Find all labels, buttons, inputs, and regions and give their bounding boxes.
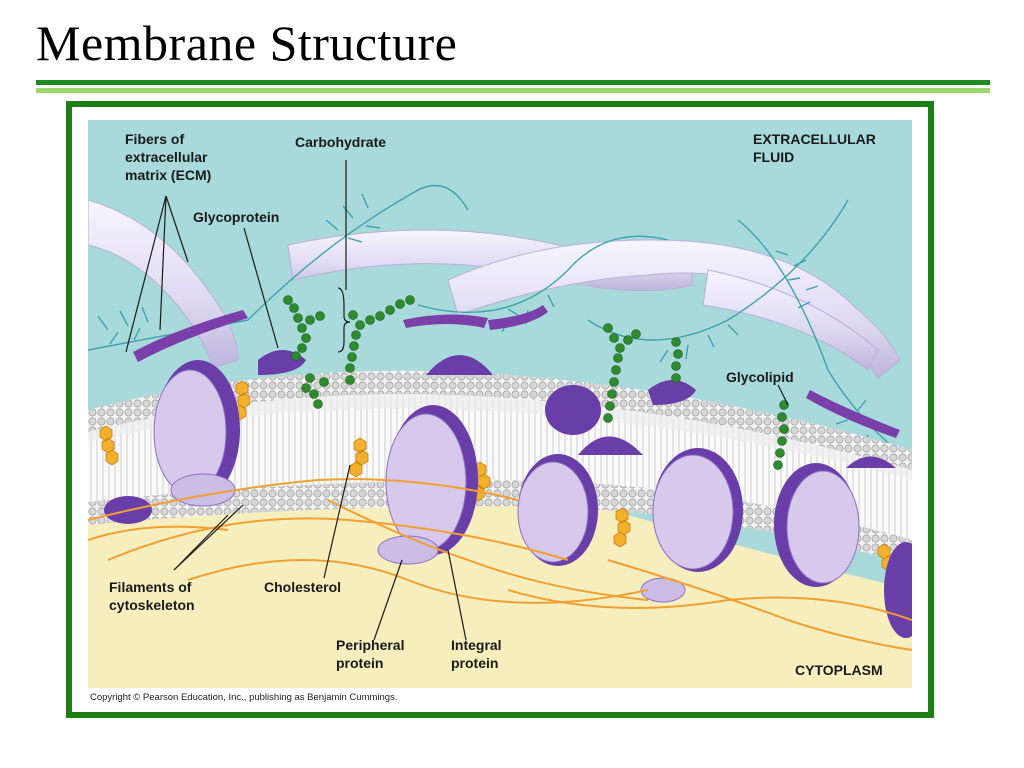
label-fibers-ecm: Fibers of extracellular matrix (ECM) [125, 131, 211, 183]
title-rule-dark [36, 80, 990, 85]
label-glycoprotein: Glycoprotein [193, 209, 279, 225]
copyright-text: Copyright © Pearson Education, Inc., pub… [90, 692, 398, 703]
label-filaments: Filaments of cytoskeleton [109, 579, 195, 613]
label-extracellular-fluid: EXTRACELLULAR FLUID [753, 131, 880, 165]
title-rule-light [36, 88, 990, 93]
cytoskeleton-filaments [88, 478, 912, 651]
label-cytoplasm: CYTOPLASM [795, 662, 883, 678]
membrane-diagram: Fibers of extracellular matrix (ECM) Car… [88, 120, 912, 688]
carbohydrate-chains [283, 295, 789, 470]
label-carbohydrate: Carbohydrate [295, 134, 386, 150]
label-integral-protein: Integral protein [451, 637, 505, 671]
diagram-labels: Fibers of extracellular matrix (ECM) Car… [109, 131, 883, 678]
leader-lines [125, 160, 789, 641]
ecm-fibers [88, 199, 901, 379]
glycolipid-rods [133, 305, 900, 438]
label-peripheral-protein: Peripheral protein [336, 637, 408, 671]
label-cholesterol: Cholesterol [264, 579, 341, 595]
peripheral-proteins [104, 350, 896, 603]
label-glycolipid: Glycolipid [726, 369, 794, 385]
integral-proteins [153, 360, 912, 638]
slide-title: Membrane Structure [36, 15, 458, 71]
